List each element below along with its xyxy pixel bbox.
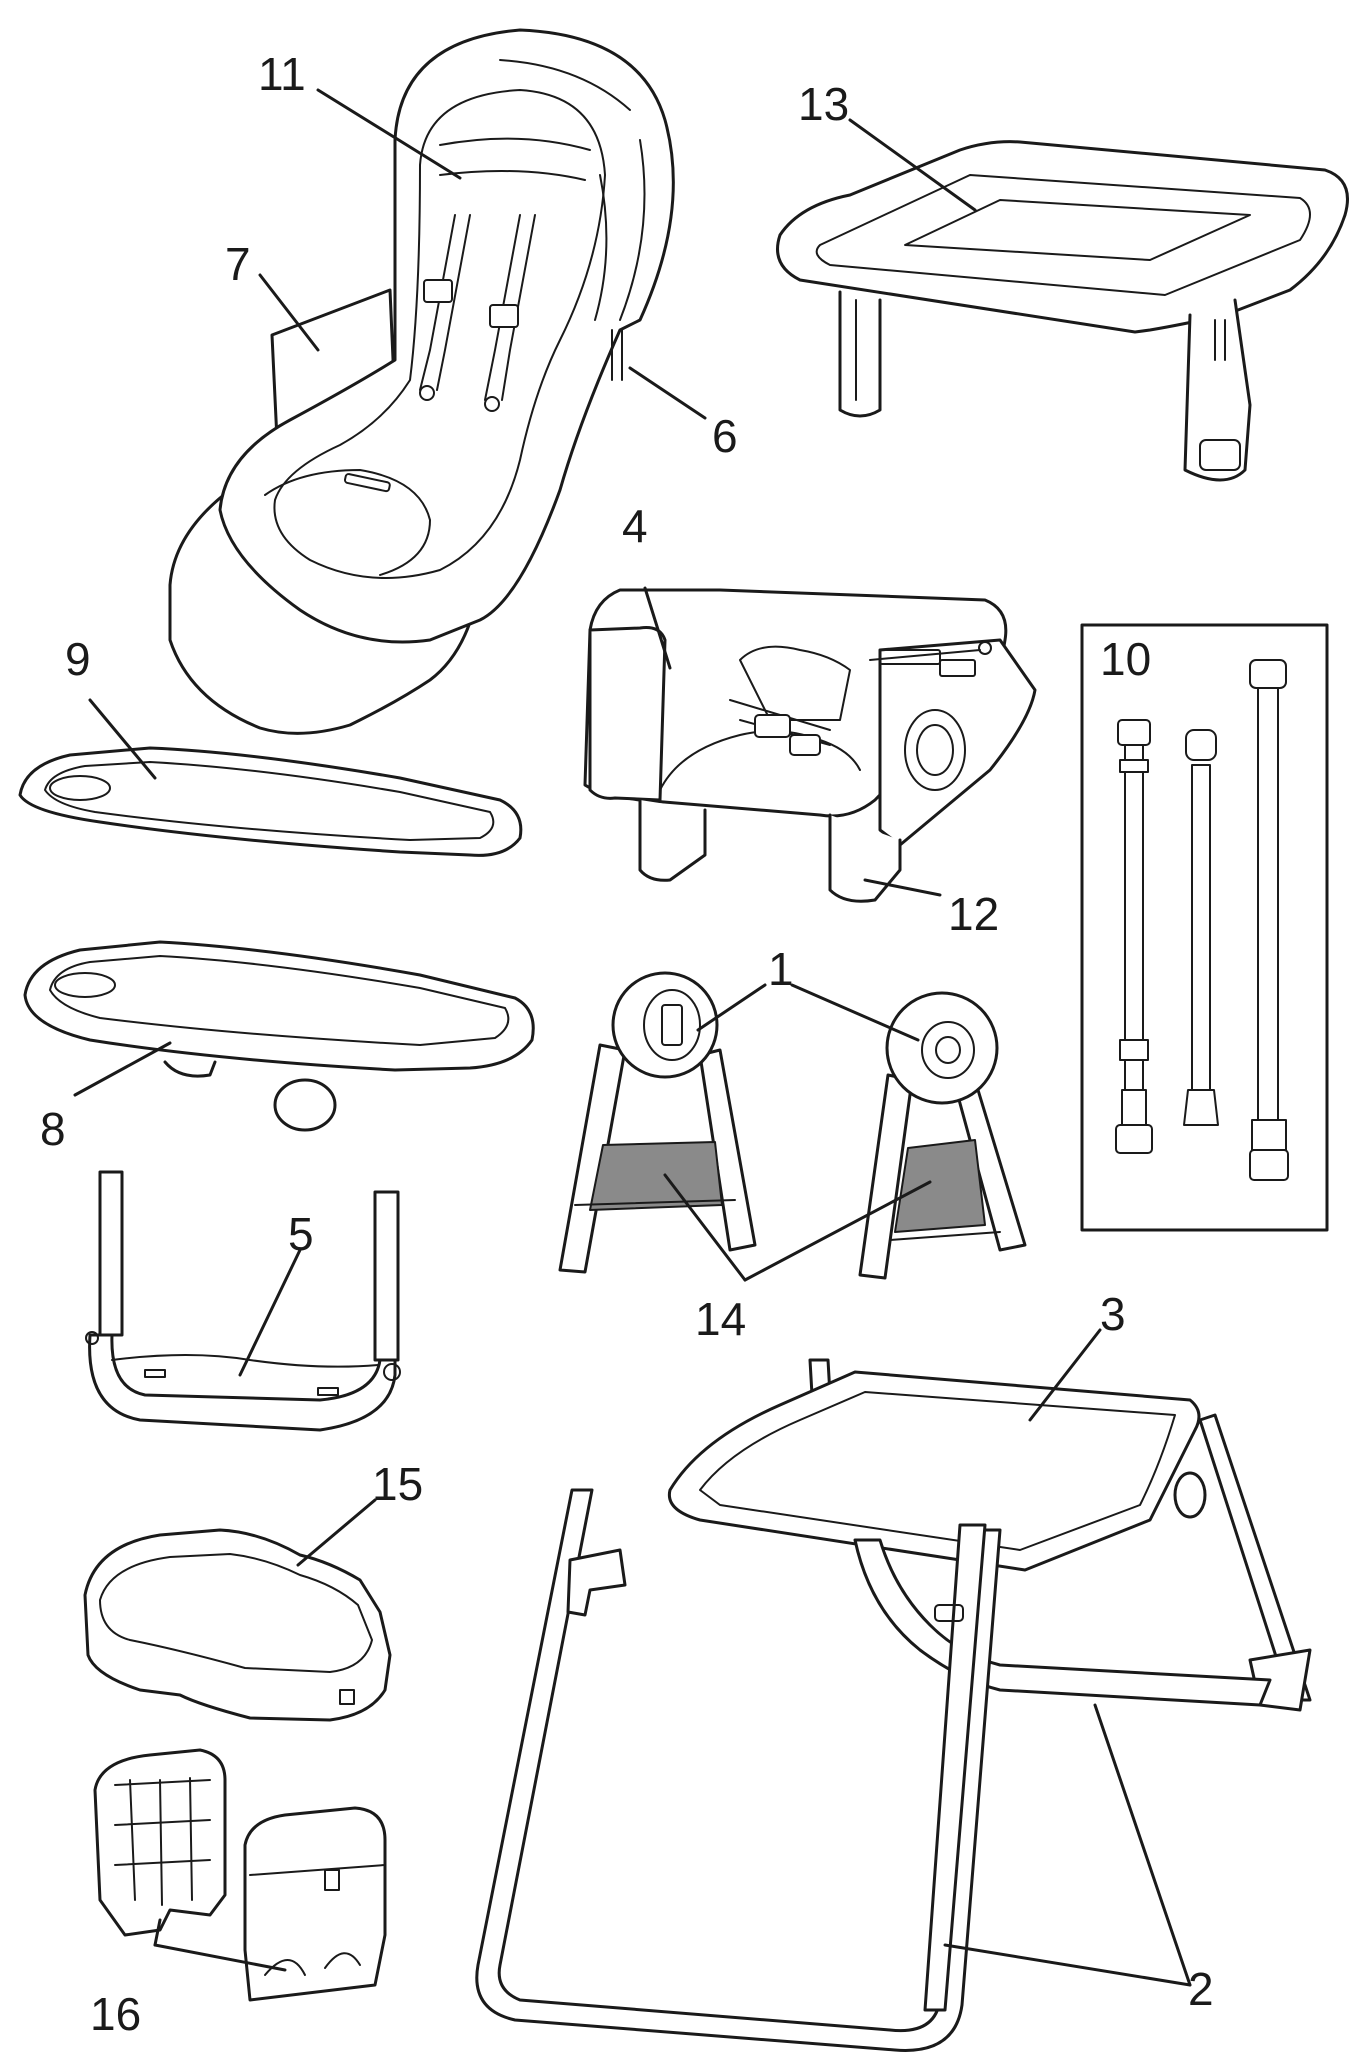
label-part-9: 9: [65, 633, 91, 685]
label-part-12: 12: [948, 888, 999, 940]
label-part-3: 3: [1100, 1288, 1126, 1340]
label-part-16: 16: [90, 1988, 141, 2040]
step-pieces-drawing: [93, 1748, 387, 2002]
label-part-2: 2: [1188, 1963, 1214, 2015]
leader-lines: [73, 88, 1192, 1987]
booster-seat-drawing: [583, 588, 1037, 903]
label-part-8: 8: [40, 1103, 66, 1155]
label-part-13: 13: [798, 78, 849, 130]
label-part-15: 15: [372, 1458, 423, 1510]
seat-cushion-drawing: [168, 28, 675, 735]
label-part-4: 4: [622, 500, 648, 552]
label-part-11: 11: [258, 48, 306, 100]
label-part-10: 10: [1100, 633, 1151, 685]
tray-insert-drawing: [18, 746, 523, 857]
tray-frame-drawing: [776, 140, 1349, 482]
label-part-14: 14: [695, 1293, 746, 1345]
foam-cushion-drawing: [83, 1528, 392, 1722]
label-part-1: 1: [768, 943, 794, 995]
label-part-5: 5: [288, 1208, 314, 1260]
tray-drawing: [23, 940, 535, 1132]
straps-box-drawing: [1080, 623, 1329, 1232]
label-part-6: 6: [712, 410, 738, 462]
leg-hubs-drawing: [558, 971, 1027, 1280]
footrest-drawing: [85, 1170, 401, 1432]
main-frame-drawing: [475, 1358, 1312, 2052]
part-labels: 11 7 6 13 4 12 10 9 8 5 1 14 3 15 2 16: [40, 48, 1214, 2040]
label-part-7: 7: [225, 238, 251, 290]
